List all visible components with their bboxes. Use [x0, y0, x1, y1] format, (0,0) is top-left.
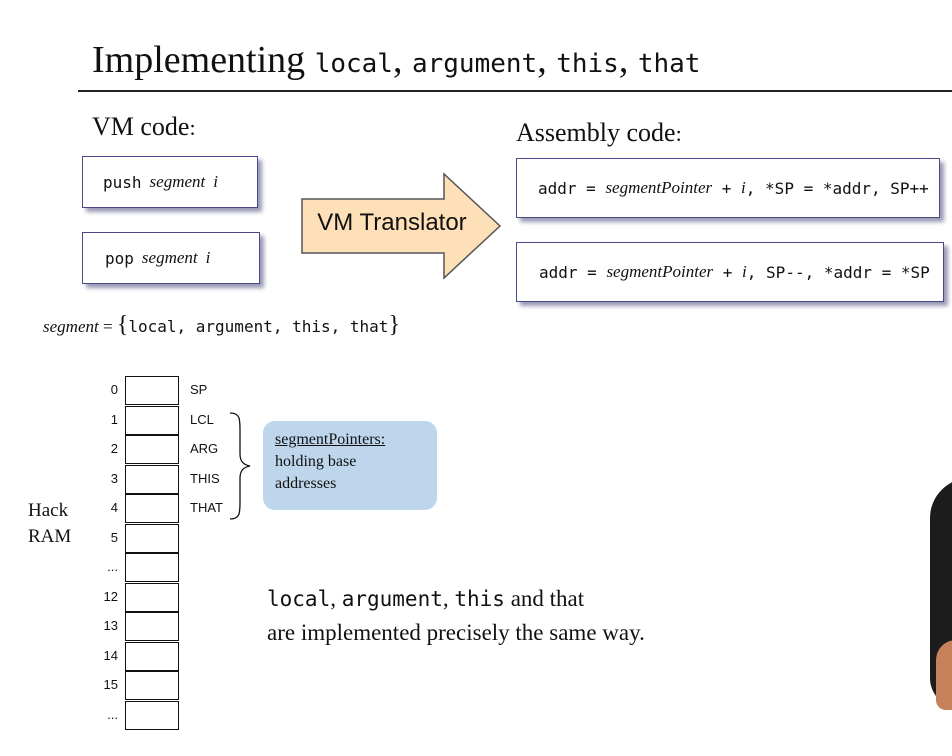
statement-line1: local, argument, this and that: [267, 586, 585, 611]
push-index: i: [213, 172, 218, 191]
vm-code-heading: VM code:: [92, 112, 196, 141]
title-seg-local: local: [314, 49, 393, 79]
ram-index: 13: [103, 618, 118, 633]
ram-cell: [125, 701, 179, 730]
ram-index: 15: [103, 677, 118, 692]
vm-pop-box: pop segment i: [82, 232, 260, 284]
segment-set-definition: segment = {local, argument, this, that}: [43, 312, 400, 338]
ram-cell: [125, 494, 179, 523]
segment-pointers-callout: segmentPointers: holding base addresses: [263, 421, 437, 510]
ram-index: 2: [110, 441, 118, 456]
slide-title: Implementing local, argument, this, that: [92, 39, 701, 81]
ram-cell: [125, 465, 179, 494]
ram-register-label: ARG: [190, 441, 219, 456]
asm-pop-rest: , SP--, *addr = *SP: [746, 262, 930, 282]
ram-cell: [125, 435, 179, 464]
ram-register-label: SP: [190, 382, 208, 397]
ram-index: 4: [110, 500, 118, 515]
title-seg-that: that: [637, 49, 701, 79]
translator-label: VM Translator: [317, 209, 467, 236]
vm-push-box: push segment i: [82, 156, 258, 208]
ram-index: 1: [110, 412, 118, 427]
pop-index: i: [205, 248, 211, 267]
asm-pop-box: addr = segmentPointer + i, SP--, *addr =…: [516, 242, 944, 302]
title-word: Implementing: [92, 39, 306, 81]
callout-line1: holding base: [275, 453, 357, 470]
ram-register-label: THIS: [190, 471, 220, 486]
ram-cell: [125, 376, 179, 405]
ram-index: 3: [110, 471, 118, 486]
ram-index: ...: [107, 559, 118, 574]
ram-cell: [125, 612, 179, 641]
ram-index: 12: [103, 589, 118, 604]
callout-title: segmentPointers:: [275, 431, 386, 448]
segment-pointers-brace: [229, 412, 251, 520]
ram-cell: [125, 671, 179, 700]
asm-push-box: addr = segmentPointer + i, *SP = *addr, …: [516, 158, 940, 218]
pop-segment: segment: [141, 248, 198, 267]
title-seg-argument: argument: [411, 49, 538, 79]
asm-push-rest: , *SP = *addr, SP++: [745, 178, 929, 198]
push-op: push: [103, 172, 142, 192]
ram-register-label: LCL: [190, 412, 214, 427]
assembly-code-heading: Assembly code:: [516, 118, 682, 147]
asm-pop-segment-pointer: segmentPointer: [606, 262, 714, 281]
ram-index: 14: [103, 648, 118, 663]
ram-cell: [125, 524, 179, 553]
ram-cell: [125, 406, 179, 435]
ram-cell: [125, 553, 179, 582]
pop-op: pop: [105, 248, 134, 268]
title-divider: [78, 90, 952, 92]
callout-line2: addresses: [275, 475, 337, 492]
ram-index: ...: [107, 707, 118, 722]
translator-arrow: [301, 172, 502, 280]
presenter-arm: [936, 640, 952, 710]
ram-cell: [125, 583, 179, 612]
ram-cell: [125, 642, 179, 671]
push-segment: segment: [149, 172, 206, 191]
ram-register-label: THAT: [190, 500, 223, 515]
ram-index: 5: [110, 530, 118, 545]
implementation-statement: local, argument, this and that are imple…: [267, 582, 645, 650]
ram-index: 0: [110, 382, 118, 397]
statement-line2: are implemented precisely the same way.: [267, 620, 645, 645]
segment-set-items: local, argument, this, that: [128, 317, 389, 336]
asm-push-segment-pointer: segmentPointer: [605, 178, 713, 197]
title-seg-this: this: [556, 49, 619, 79]
